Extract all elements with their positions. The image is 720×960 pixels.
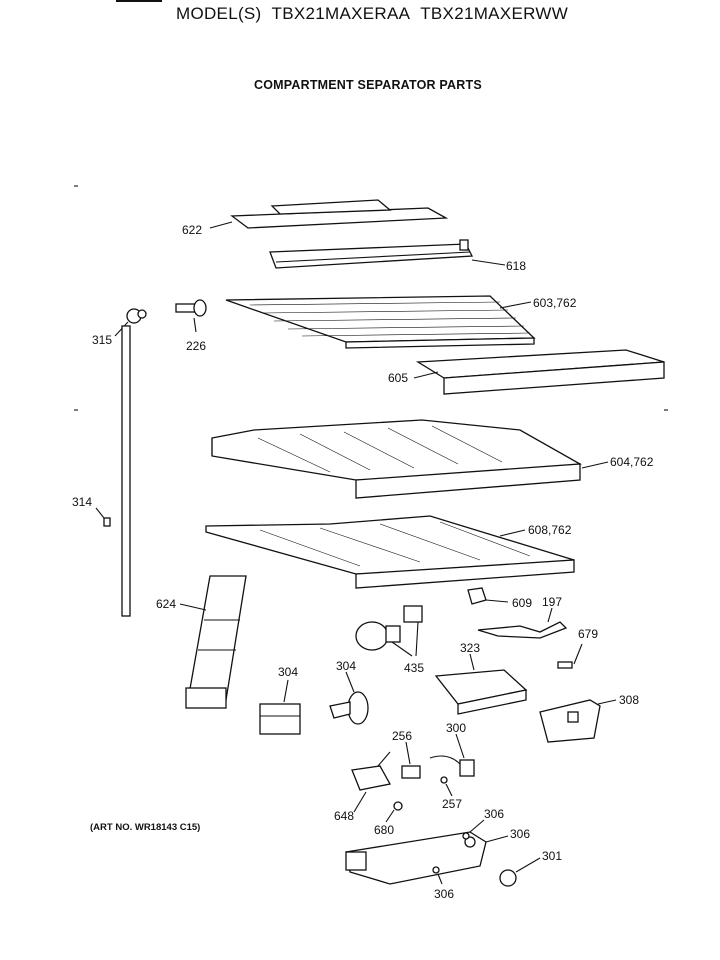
label-618: 618: [506, 259, 526, 273]
part-435-light[interactable]: 435: [355, 605, 424, 675]
label-226: 226: [186, 339, 206, 353]
registration-marks: [74, 185, 668, 411]
part-680-screw[interactable]: 680: [374, 801, 403, 837]
part-323-housing[interactable]: 323: [434, 641, 528, 715]
model-heading: MODEL(S) TBX21MAXERAA TBX21MAXERWW: [176, 4, 578, 24]
part-306-screw-a[interactable]: 306: [462, 807, 504, 840]
part-306-screw-c[interactable]: 306: [432, 866, 454, 901]
label-301: 301: [542, 849, 562, 863]
part-618-rail[interactable]: 618: [269, 239, 526, 273]
part-648-control[interactable]: 648: [334, 751, 392, 823]
model-number-1: TBX21MAXERAA: [271, 4, 411, 23]
label-323: 323: [460, 641, 480, 655]
diagram-subtitle: COMPARTMENT SEPARATOR PARTS: [254, 78, 482, 92]
label-314: 314: [72, 495, 92, 509]
label-304b: 304: [336, 659, 356, 673]
part-679-screw[interactable]: 679: [557, 627, 598, 669]
part-605-cover[interactable]: 605: [388, 349, 665, 395]
label-679: 679: [578, 627, 598, 641]
model-label: MODEL(S): [176, 4, 262, 23]
part-624-channel[interactable]: 624: [156, 575, 247, 709]
part-308-plate[interactable]: 308: [539, 693, 639, 743]
label-257: 257: [442, 797, 462, 811]
part-226-pin[interactable]: 226: [175, 299, 207, 353]
label-256: 256: [392, 729, 412, 743]
label-306c: 306: [434, 887, 454, 901]
label-435: 435: [404, 661, 424, 675]
part-197-bracket[interactable]: 197: [477, 595, 568, 639]
label-648: 648: [334, 809, 354, 823]
header-rule: [116, 0, 162, 2]
label-306a: 306: [484, 807, 504, 821]
label-624: 624: [156, 597, 176, 611]
label-622: 622: [182, 223, 202, 237]
part-608-separator[interactable]: 608,762: [205, 515, 575, 589]
label-680: 680: [374, 823, 394, 837]
label-315: 315: [92, 333, 112, 347]
part-301-knob[interactable]: 301: [499, 849, 562, 887]
part-304-switch-a[interactable]: 304: [259, 665, 301, 735]
part-257-screw[interactable]: 257: [440, 776, 462, 811]
label-308: 308: [619, 693, 639, 707]
label-304a: 304: [278, 665, 298, 679]
label-603: 603,762: [533, 296, 577, 310]
part-603-shelf[interactable]: 603,762: [225, 295, 577, 349]
part-314-rod[interactable]: 314: [72, 325, 131, 617]
part-304-switch-b[interactable]: 304: [329, 659, 369, 725]
model-number-2: TBX21MAXERWW: [420, 4, 569, 23]
label-609: 609: [512, 596, 532, 610]
label-604: 604,762: [610, 455, 654, 469]
part-609-clip[interactable]: 609: [467, 587, 532, 610]
art-number: (ART NO. WR18143 C15): [90, 822, 201, 833]
part-256-connector[interactable]: 256: [392, 729, 421, 779]
part-mount-bracket[interactable]: [345, 831, 487, 885]
part-622-cover[interactable]: 622: [182, 199, 449, 237]
label-605: 605: [388, 371, 408, 385]
part-315-hinge[interactable]: 315: [92, 308, 147, 347]
label-608: 608,762: [528, 523, 572, 537]
part-300-thermostat[interactable]: 300: [429, 721, 475, 777]
label-197: 197: [542, 595, 562, 609]
label-300: 300: [446, 721, 466, 735]
part-604-separator[interactable]: 604,762: [211, 419, 654, 499]
part-306-screw-b[interactable]: 306: [485, 827, 530, 843]
label-306b: 306: [510, 827, 530, 841]
